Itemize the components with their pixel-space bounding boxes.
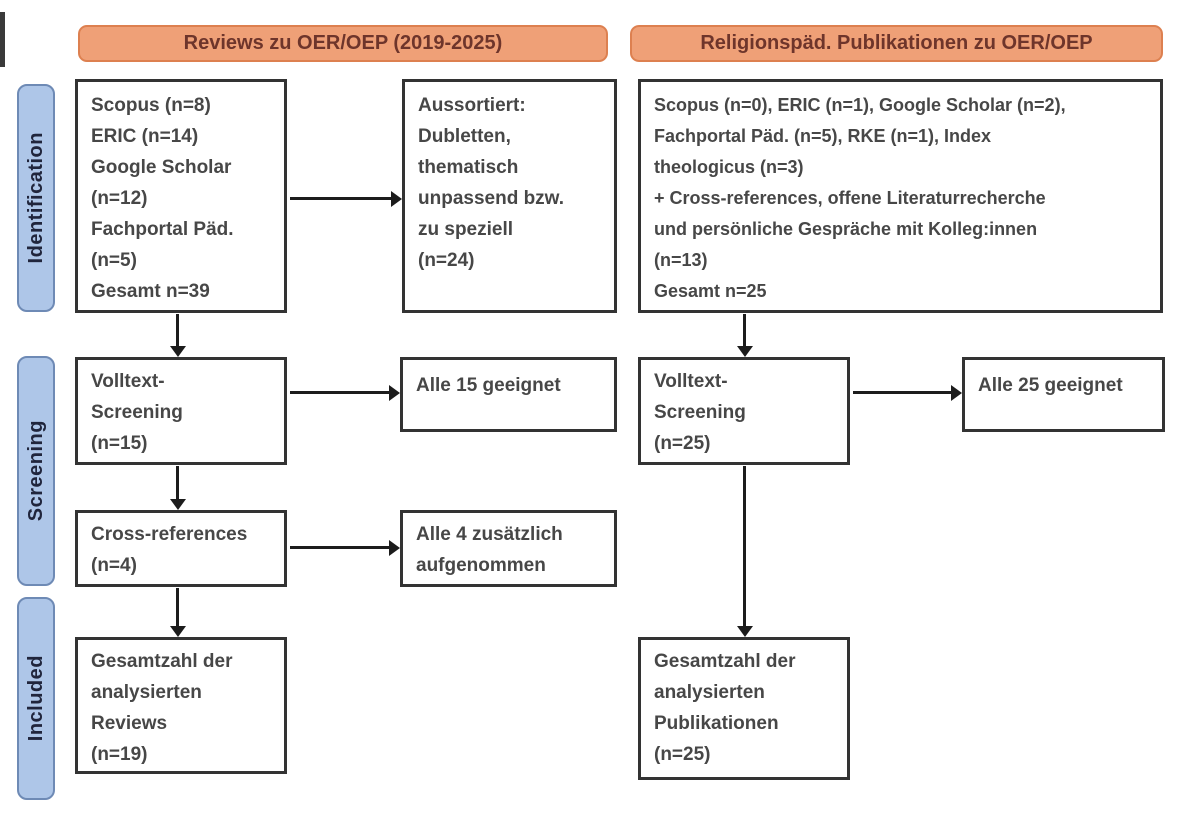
arrow-right-fulltext-to-included [743,466,746,626]
header-reviews: Reviews zu OER/OEP (2019-2025) [78,25,608,62]
arrow-right-fulltext-to-result [853,391,951,394]
header-religionspaed-publikationen: Religionspäd. Publikationen zu OER/OEP [630,25,1163,62]
box-right-sources: Scopus (n=0), ERIC (n=1), Google Scholar… [638,79,1163,313]
box-left-crossref: Cross-references(n=4) [75,510,287,587]
arrow-left-fulltext-to-crossref [176,466,179,499]
arrow-left-fulltext-to-result [290,391,389,394]
stage-label-included-text: Included [24,655,47,742]
arrow-left-crossref-to-result [290,546,389,549]
arrow-left-sources-to-fulltext [176,314,179,346]
arrow-right-sources-to-fulltext [743,314,746,346]
stage-label-included: Included [17,597,55,800]
box-left-sources: Scopus (n=8)ERIC (n=14)Google Scholar(n=… [75,79,287,313]
stage-label-identification-text: Identification [24,132,47,264]
box-left-fulltext-screening: Volltext-Screening(n=15) [75,357,287,465]
box-right-fulltext-result: Alle 25 geeignet [962,357,1165,432]
stage-label-screening-text: Screening [24,420,47,522]
stage-label-screening: Screening [17,356,55,586]
stage-label-identification: Identification [17,84,55,312]
arrow-left-sources-to-excluded [290,197,391,200]
box-right-fulltext-screening: Volltext-Screening(n=25) [638,357,850,465]
box-left-fulltext-result: Alle 15 geeignet [400,357,617,432]
edge-artifact [0,12,5,67]
arrow-left-crossref-to-included [176,588,179,626]
